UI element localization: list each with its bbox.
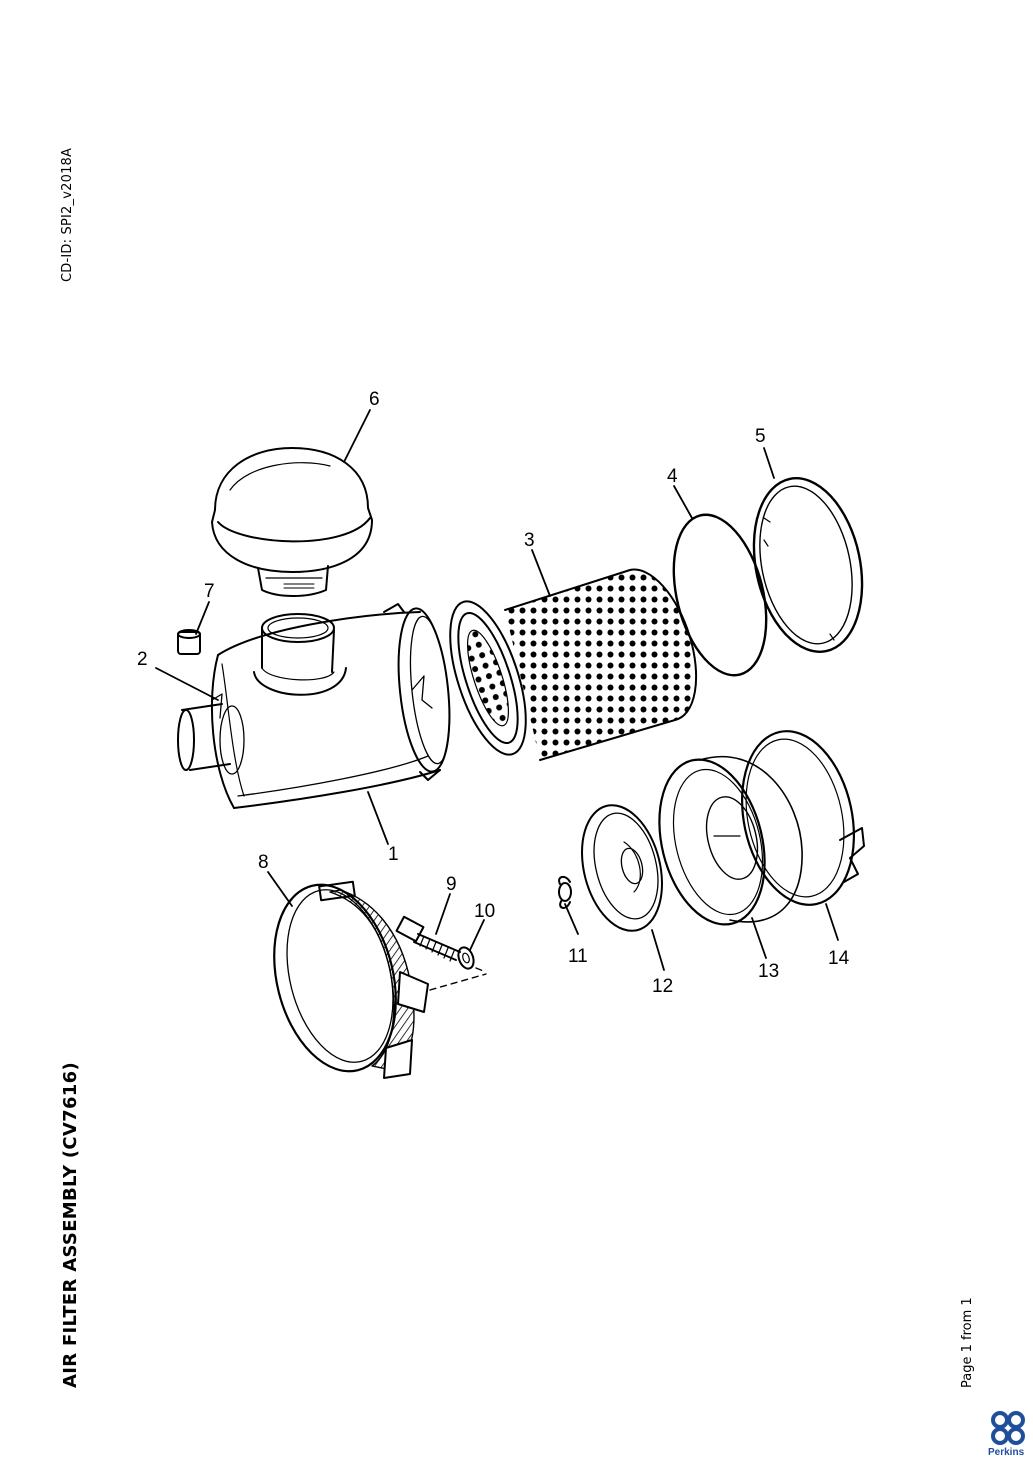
callout-1: 1 <box>388 844 399 865</box>
part-9-bolt <box>395 915 461 962</box>
callout-13: 13 <box>758 961 779 982</box>
part-1-filter-housing <box>177 603 451 809</box>
callout-6: 6 <box>369 389 380 410</box>
callout-7: 7 <box>204 581 215 602</box>
part-8-mounting-band <box>273 880 429 1079</box>
part-3-filter-cartridge <box>449 568 698 761</box>
callout-2: 2 <box>137 649 148 670</box>
callout-numbers: 1 2 3 4 5 6 7 8 9 10 11 12 13 14 <box>137 389 850 997</box>
part-7-plug <box>177 629 201 655</box>
callout-9: 9 <box>446 874 457 895</box>
part-11-wing-nut <box>558 876 572 909</box>
bolt-assembly-dashed-line <box>429 967 487 991</box>
callout-leader-lines <box>155 409 839 971</box>
callout-12: 12 <box>652 976 673 997</box>
part-4-o-ring <box>672 513 768 677</box>
callout-8: 8 <box>258 852 269 873</box>
callout-11: 11 <box>568 946 588 967</box>
part-10-washer-nut <box>457 946 475 970</box>
callout-4: 4 <box>667 466 678 487</box>
callout-14: 14 <box>828 948 850 969</box>
perkins-logo-icon <box>991 1411 1025 1445</box>
part-13-dust-cup-body <box>658 755 803 926</box>
callout-5: 5 <box>755 426 766 447</box>
part-5-clamp-ring <box>752 477 864 653</box>
callout-10: 10 <box>474 901 495 922</box>
part-14-band-clamp <box>741 730 865 906</box>
callout-3: 3 <box>524 530 535 551</box>
part-6-rain-cap <box>211 447 373 597</box>
part-12-dust-cup-cover <box>581 804 663 932</box>
brand-name: Perkins <box>988 1447 1025 1458</box>
